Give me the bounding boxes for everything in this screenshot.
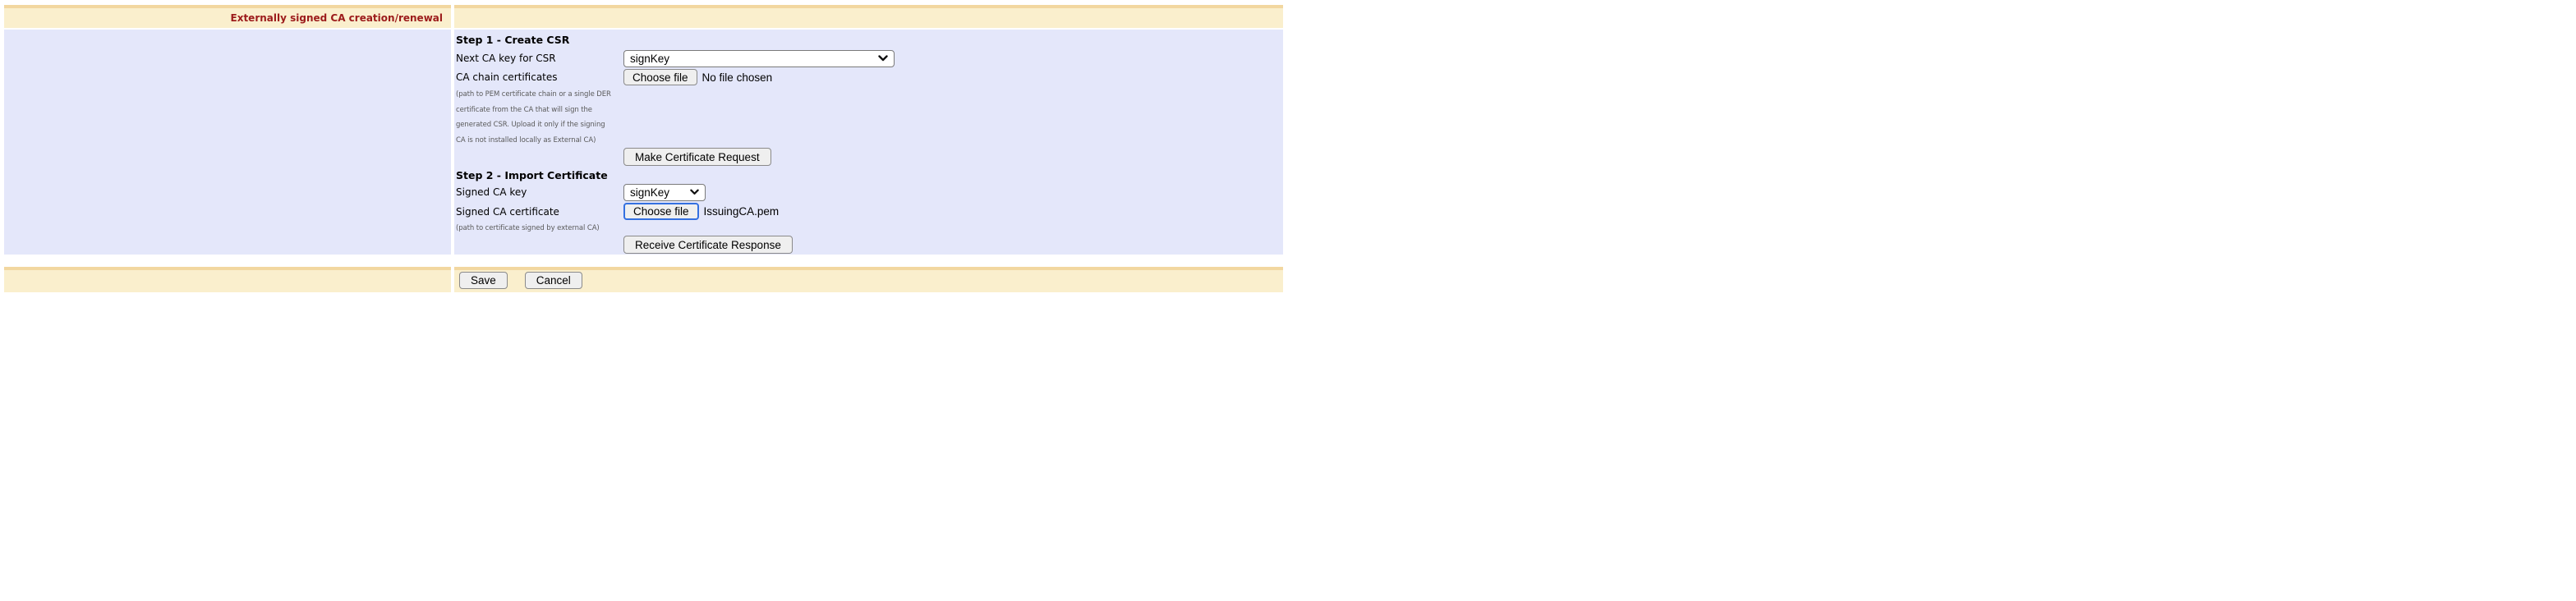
- signed-ca-key-row: Signed CA key signKey: [456, 183, 1283, 201]
- ca-chain-help-line: certificate from the CA that will sign t…: [456, 105, 592, 114]
- ca-chain-file-status: No file chosen: [702, 71, 773, 84]
- cancel-button[interactable]: Cancel: [524, 272, 582, 289]
- signed-ca-cert-file-name: IssuingCA.pem: [703, 205, 780, 218]
- step1-heading: Step 1 - Create CSR: [456, 34, 570, 46]
- header-spacer-cell: [454, 5, 1283, 28]
- chevron-down-icon: [690, 189, 699, 195]
- next-ca-key-label: Next CA key for CSR: [456, 53, 556, 64]
- signed-ca-cert-file-input: Choose file IssuingCA.pem: [623, 203, 779, 220]
- page-title: Externally signed CA creation/renewal: [230, 12, 444, 24]
- footer-row: Save Cancel: [4, 267, 1283, 292]
- chevron-down-icon: [878, 55, 888, 62]
- signed-ca-cert-choose-file-button[interactable]: Choose file: [623, 203, 699, 220]
- ca-chain-help-line: CA is not installed locally as External …: [456, 135, 596, 145]
- next-ca-key-row: Next CA key for CSR signKey: [456, 49, 1283, 67]
- ca-chain-row: CA chain certificates Choose file No fil…: [456, 69, 1283, 85]
- step2-heading: Step 2 - Import Certificate: [456, 169, 608, 181]
- ca-chain-help-line: (path to PEM certificate chain or a sing…: [456, 90, 611, 99]
- signed-ca-key-label: Signed CA key: [456, 186, 527, 198]
- ca-chain-file-input: Choose file No file chosen: [623, 69, 772, 85]
- receive-certificate-response-button[interactable]: Receive Certificate Response: [623, 236, 793, 254]
- ca-chain-label: CA chain certificates: [456, 71, 558, 83]
- external-ca-form: Step 1 - Create CSR Next CA key for CSR …: [454, 34, 1283, 254]
- content-left-empty-cell: [4, 30, 451, 255]
- save-button[interactable]: Save: [459, 272, 508, 289]
- section-header-row: Externally signed CA creation/renewal: [4, 5, 1283, 28]
- next-ca-key-selected-value: signKey: [630, 52, 670, 65]
- content-form-cell: Step 1 - Create CSR Next CA key for CSR …: [454, 30, 1283, 255]
- page: Externally signed CA creation/renewal St…: [0, 0, 1288, 292]
- signed-ca-cert-label: Signed CA certificate: [456, 205, 559, 218]
- ca-chain-choose-file-button[interactable]: Choose file: [623, 69, 697, 85]
- footer-buttons: Save Cancel: [454, 270, 1283, 289]
- signed-ca-key-select[interactable]: signKey: [623, 183, 706, 201]
- ca-chain-help-text: (path to PEM certificate chain or a sing…: [456, 87, 1283, 148]
- signed-ca-key-selected-value: signKey: [630, 186, 670, 199]
- footer-buttons-cell: Save Cancel: [454, 267, 1283, 292]
- header-title-cell: Externally signed CA creation/renewal: [4, 5, 451, 28]
- signed-ca-cert-row: Signed CA certificate Choose file Issuin…: [456, 203, 1283, 220]
- content-row: Step 1 - Create CSR Next CA key for CSR …: [4, 30, 1283, 255]
- signed-ca-cert-help-text: (path to certificate signed by external …: [456, 224, 600, 232]
- footer-left-empty-cell: [4, 267, 451, 292]
- make-certificate-request-button[interactable]: Make Certificate Request: [623, 148, 771, 166]
- ca-chain-help-line: generated CSR. Upload it only if the sig…: [456, 121, 605, 129]
- next-ca-key-select[interactable]: signKey: [623, 49, 895, 67]
